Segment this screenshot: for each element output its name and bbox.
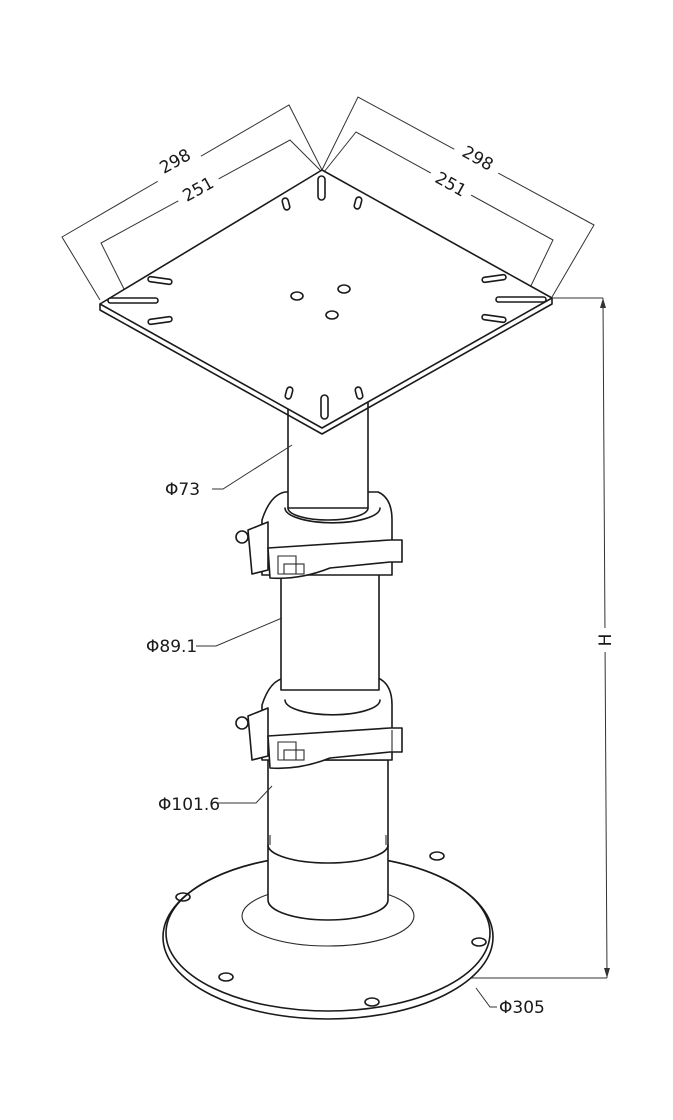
base-mounting-holes (175, 851, 487, 1007)
plate-slots-right (481, 273, 547, 324)
plate-slots-top (281, 175, 363, 211)
base-diameter-label: Φ305 (499, 998, 545, 1018)
plate-center-holes (290, 284, 351, 320)
upper-tube-diameter-label: Φ73 (165, 480, 200, 500)
dim-height-label: H (596, 634, 616, 647)
lower-tube-diameter-label: Φ101.6 (158, 795, 220, 815)
top-mounting-plate (99, 169, 553, 435)
diameter-leaders (196, 444, 497, 1008)
middle-tube (280, 571, 380, 691)
plate-slots-left (107, 275, 173, 326)
lower-tube (267, 759, 389, 921)
lower-clamp (235, 677, 403, 770)
upper-clamp (235, 491, 403, 580)
plate-slots-bottom (284, 386, 364, 420)
middle-tube-diameter-label: Φ89.1 (146, 637, 197, 657)
